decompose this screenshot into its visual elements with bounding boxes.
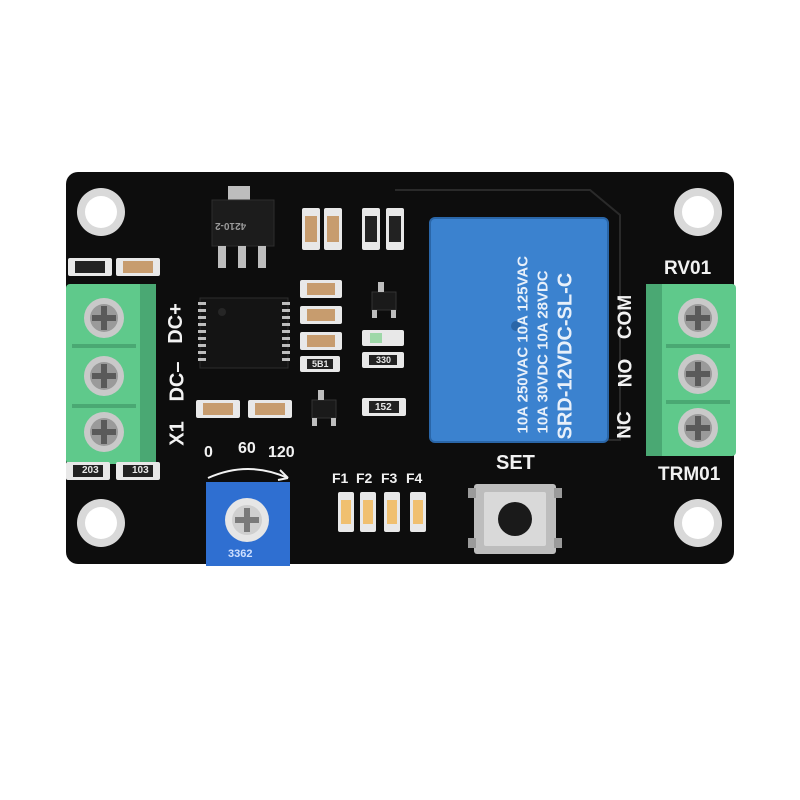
label-f3: F3	[381, 470, 398, 486]
transistor	[311, 390, 337, 426]
label-no: NO	[615, 358, 637, 388]
smd-components	[66, 208, 406, 480]
mounting-hole	[77, 188, 125, 236]
pot-scale-arc	[207, 468, 289, 479]
screw-icon	[678, 298, 718, 338]
mounting-hole	[77, 499, 125, 547]
label-r330: 330	[376, 355, 392, 365]
relay-rating-line2: 10A 30VDC 10A 28VDC	[534, 270, 552, 434]
left-screw-terminal	[66, 284, 156, 464]
label-f1: F1	[332, 470, 349, 486]
screw-icon	[84, 412, 124, 452]
relay-model: SRD-12VDC-SL-C	[554, 272, 577, 440]
set-pushbutton	[468, 484, 562, 554]
pot-marking: 3362	[228, 548, 253, 560]
right-screw-terminal	[646, 284, 736, 456]
label-f2: F2	[356, 470, 373, 486]
label-r152: 152	[375, 402, 392, 413]
screw-icon	[678, 408, 718, 448]
transistor	[371, 282, 397, 318]
indicator-leds	[338, 492, 426, 532]
label-scale-0: 0	[204, 444, 213, 461]
label-scale-120: 120	[268, 444, 295, 461]
label-r103: 103	[132, 465, 149, 476]
label-com: COM	[615, 294, 637, 340]
mounting-hole	[674, 499, 722, 547]
relay-rating-line1: 10A 250VAC 10A 125VAC	[514, 255, 532, 434]
label-x1: X1	[166, 421, 189, 446]
label-nc: NC	[614, 411, 636, 439]
label-scale-60: 60	[238, 440, 256, 457]
label-rv01: RV01	[664, 258, 712, 279]
arrow-icon	[277, 469, 289, 481]
label-f4: F4	[406, 470, 423, 486]
relay	[429, 217, 609, 443]
mounting-hole	[674, 188, 722, 236]
screw-icon	[84, 298, 124, 338]
label-r203: 203	[82, 465, 99, 476]
potentiometer	[206, 482, 290, 566]
microcontroller-chip	[198, 297, 290, 369]
label-set: SET	[496, 452, 535, 474]
screw-icon	[678, 354, 718, 394]
label-r5b1: 5B1	[312, 359, 329, 369]
label-dc-plus: DC+	[164, 303, 187, 344]
regulator-marking: 4210-2	[215, 220, 247, 231]
voltage-regulator	[211, 186, 275, 268]
label-dc-minus: DC–	[166, 361, 189, 402]
label-trm01: TRM01	[658, 464, 721, 485]
screw-icon	[84, 356, 124, 396]
